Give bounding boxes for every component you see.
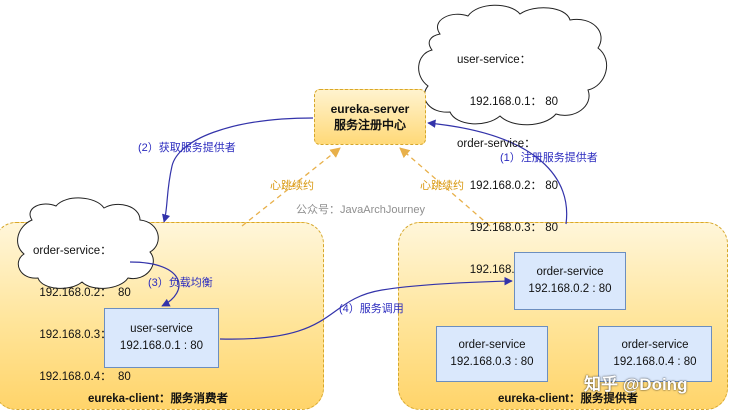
registry-cloud-shape bbox=[418, 4, 608, 126]
provider-zone-title: eureka-client：服务提供者 bbox=[498, 393, 638, 405]
service-address: 192.168.0.2 : 80 bbox=[528, 283, 612, 295]
heartbeat-left-label: 心跳续约 bbox=[270, 180, 314, 192]
zhihu-watermark: 知乎 @Doing bbox=[584, 375, 688, 394]
service-name: order-service bbox=[536, 266, 604, 278]
consumer-zone-title: eureka-client：服务消费者 bbox=[88, 393, 228, 405]
invoke-arrow bbox=[219, 276, 513, 340]
order-service-box-3[interactable]: order-service 192.168.0.4 : 80 bbox=[598, 326, 712, 382]
consumer-cloud-line: 192.168.0.4： 80 bbox=[33, 371, 131, 383]
heartbeat-right-label: 心跳续约 bbox=[420, 180, 464, 192]
registry-line: order-service： bbox=[457, 138, 536, 150]
invoke-label: (4）服务调用 bbox=[339, 303, 404, 315]
service-address: 192.168.0.4 : 80 bbox=[613, 356, 697, 368]
registry-line: 192.168.0.1： 80 bbox=[457, 96, 559, 108]
load-balance-arrow bbox=[129, 261, 180, 307]
registry-line: 192.168.0.3： 80 bbox=[457, 222, 559, 234]
consumer-cloud-line: order-service： bbox=[33, 245, 112, 257]
server-subtitle: 服务注册中心 bbox=[333, 118, 406, 132]
watermark-text: 公众号：JavaArchJourney bbox=[296, 204, 425, 216]
registry-line: 192.168.0.2： 80 bbox=[457, 180, 559, 192]
server-name: eureka-server bbox=[330, 102, 410, 116]
service-name: order-service bbox=[458, 339, 526, 351]
heartbeat-right-arrow bbox=[399, 147, 491, 227]
service-address: 192.168.0.3 : 80 bbox=[450, 356, 534, 368]
fetch-label: (2）获取服务提供者 bbox=[138, 142, 236, 154]
consumer-cloud-text: order-service： 192.168.0.2： 80 192.168.0… bbox=[33, 216, 131, 412]
consumer-cloud-line: 192.168.0.2： 80 bbox=[33, 287, 131, 299]
consumer-cloud-shape bbox=[17, 197, 159, 289]
order-service-box-2[interactable]: order-service 192.168.0.3 : 80 bbox=[436, 326, 548, 382]
service-address: 192.168.0.1 : 80 bbox=[119, 340, 204, 352]
user-service-box[interactable]: user-service 192.168.0.1 : 80 bbox=[104, 308, 219, 368]
register-label: (1）注册服务提供者 bbox=[500, 152, 598, 164]
load-balance-label: (3）负载均衡 bbox=[148, 277, 213, 289]
register-arrow bbox=[427, 119, 568, 225]
order-service-box-1[interactable]: order-service 192.168.0.2 : 80 bbox=[514, 252, 626, 310]
service-name: order-service bbox=[621, 339, 689, 351]
service-name: user-service bbox=[130, 323, 193, 335]
registry-line: user-service： bbox=[457, 54, 532, 66]
eureka-server-box[interactable]: eureka-server 服务注册中心 bbox=[314, 89, 426, 145]
fetch-arrow bbox=[162, 117, 314, 223]
heartbeat-left-arrow bbox=[241, 147, 341, 227]
